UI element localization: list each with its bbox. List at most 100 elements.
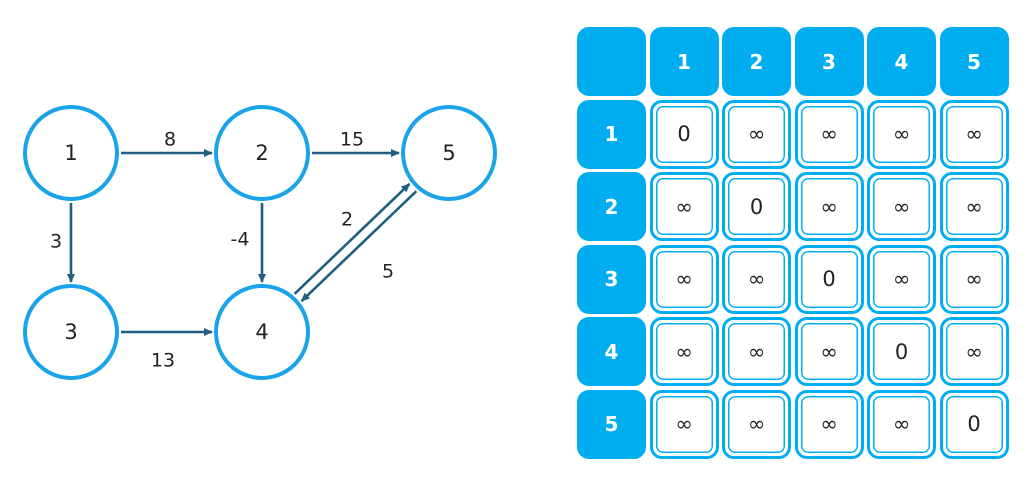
matrix-cell-3-3: 0: [794, 244, 864, 314]
matrix-cell-1-5-text: ∞: [965, 122, 983, 146]
node-4: 4: [214, 284, 310, 380]
cell-inner-border: [943, 393, 1005, 455]
matrix-cell-5-4: ∞: [867, 389, 936, 459]
matrix-cell-5-2: ∞: [722, 389, 791, 459]
matrix-cell-1-2: ∞: [722, 99, 791, 169]
cell-inner-border: [798, 393, 860, 455]
matrix-cell-4-2-text: ∞: [747, 339, 766, 364]
cell-inner-border: [653, 103, 715, 165]
cell-inner-border: [726, 103, 787, 165]
cell-inner-border: [798, 321, 860, 382]
matrix-cell-5-3: ∞: [794, 389, 864, 459]
cell-inner-border: [653, 248, 715, 310]
matrix-cell-3-2: ∞: [722, 244, 791, 314]
cell-inner-border: [653, 393, 715, 455]
cell-inner-border: [726, 393, 787, 455]
node-label-3: 3: [64, 320, 77, 344]
cell-inner-border: [943, 103, 1005, 165]
node-label-4: 4: [255, 320, 268, 344]
matrix-cell-4-3-text: ∞: [820, 339, 838, 364]
node-2: 2: [214, 105, 310, 201]
matrix-row-header-4-text: 4: [604, 339, 619, 364]
matrix-cell-5-5-text: 0: [967, 412, 981, 436]
matrix-cell-4-1: ∞: [649, 317, 719, 386]
matrix-cell-5-3-text: ∞: [820, 412, 838, 436]
matrix-cell-2-3-text: ∞: [820, 194, 838, 219]
matrix-cell-4-3: ∞: [794, 317, 864, 386]
cell-inner-border: [943, 176, 1005, 237]
matrix-row-header-2: 2: [577, 172, 646, 241]
matrix-col-header-3: 3: [794, 27, 864, 96]
cell-inner-border: [871, 248, 932, 310]
matrix-cell-4-1-text: ∞: [675, 339, 693, 364]
matrix-row-header-1-text: 1: [604, 122, 619, 146]
matrix-cell-1-3: ∞: [794, 99, 864, 169]
matrix-cell-1-5: ∞: [939, 99, 1009, 169]
matrix-row-header-3: 3: [577, 244, 646, 314]
matrix-cell-2-2: 0: [722, 172, 791, 241]
matrix-cell-5-1-text: ∞: [675, 412, 693, 436]
matrix-cell-3-5-text: ∞: [965, 267, 983, 291]
matrix-cell-1-2-text: ∞: [747, 122, 766, 146]
matrix-cell-3-3-text: 0: [822, 267, 836, 291]
edge-5-4: [300, 190, 418, 302]
matrix-cell-3-1: ∞: [649, 244, 719, 314]
matrix-cell-1-1-text: 0: [677, 122, 691, 146]
matrix-row-header-3-text: 3: [604, 267, 619, 291]
matrix-row-header-4: 4: [577, 317, 646, 386]
cell-inner-border: [726, 176, 787, 237]
matrix-col-header-5-text: 5: [967, 49, 981, 74]
matrix-row-header-5-text: 5: [604, 412, 619, 436]
matrix-col-header-1: 1: [649, 27, 719, 96]
directed-graph: 8 15 3 -4 13 2 5 1 2 3 4 5: [23, 105, 497, 380]
matrix-cell-4-5: ∞: [939, 317, 1009, 386]
matrix-cell-1-1: 0: [649, 99, 719, 169]
matrix-col-header-2: 2: [722, 27, 791, 96]
matrix-col-header-2-text: 2: [749, 49, 764, 74]
cell-inner-border: [943, 248, 1005, 310]
matrix-cell-2-5-text: ∞: [965, 194, 983, 219]
edge-weight-2-4: -4: [231, 229, 250, 251]
cell-inner-border: [871, 103, 932, 165]
matrix-cell-4-4-text: 0: [894, 339, 909, 364]
matrix-cell-5-5: 0: [939, 389, 1009, 459]
matrix-cell-2-5: ∞: [939, 172, 1009, 241]
edge-weight-4-5: 2: [341, 209, 353, 231]
cell-inner-border: [798, 248, 860, 310]
edge-weight-3-4: 13: [151, 350, 175, 372]
matrix-col-header-5: 5: [939, 27, 1009, 96]
edge-weight-2-5: 15: [340, 129, 364, 151]
matrix-cell-2-2-text: 0: [749, 194, 764, 219]
matrix-cell-2-1: ∞: [649, 172, 719, 241]
edge-weight-1-3: 3: [50, 231, 62, 253]
node-circle-4: [214, 284, 310, 380]
node-5: 5: [401, 105, 497, 201]
node-1: 1: [23, 105, 119, 201]
matrix-cell-3-5: ∞: [939, 244, 1009, 314]
matrix-cell-1-4: ∞: [867, 99, 936, 169]
matrix-cell-3-1-text: ∞: [675, 267, 693, 291]
edge-weight-1-2: 8: [164, 129, 176, 151]
matrix-row-header-1: 1: [577, 99, 646, 169]
matrix-cell-4-2: ∞: [722, 317, 791, 386]
edge-weight-5-4: 5: [382, 261, 394, 283]
matrix-col-header-3-text: 3: [822, 49, 836, 74]
matrix-row-header-2-text: 2: [604, 194, 619, 219]
matrix-row-header-5: 5: [577, 389, 646, 459]
node-3: 3: [23, 284, 119, 380]
matrix-cell-3-2-text: ∞: [747, 267, 766, 291]
node-circle-1: [23, 105, 119, 201]
matrix-corner: [577, 27, 646, 96]
cell-inner-border: [798, 103, 860, 165]
node-label-5: 5: [442, 141, 455, 165]
matrix-cell-5-4-text: ∞: [892, 412, 911, 436]
node-circle-5: [401, 105, 497, 201]
cell-inner-border: [798, 176, 860, 237]
matrix-cell-4-5-text: ∞: [965, 339, 983, 364]
node-label-2: 2: [255, 141, 268, 165]
matrix-cell-5-2-text: ∞: [747, 412, 766, 436]
matrix-cell-3-4-text: ∞: [892, 267, 911, 291]
matrix-cell-2-4-text: ∞: [892, 194, 911, 219]
cell-inner-border: [653, 321, 715, 382]
